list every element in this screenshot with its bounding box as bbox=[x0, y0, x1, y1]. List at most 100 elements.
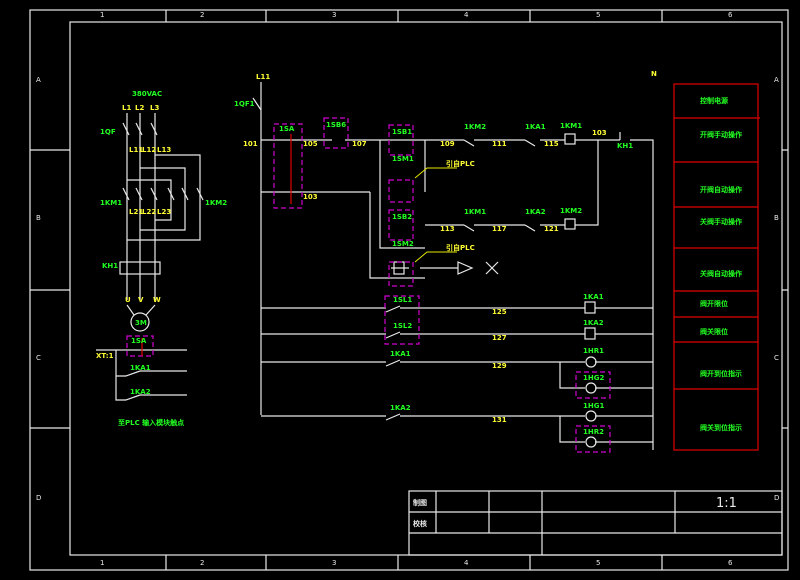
power-l13-label: L13 bbox=[157, 146, 171, 154]
grid-cols-2-label: 3 bbox=[332, 559, 336, 567]
control-n115-label: 115 bbox=[544, 140, 559, 148]
control-sm2-label: 1SM2 bbox=[392, 240, 414, 248]
plc-ka2-label: 1KA2 bbox=[130, 388, 151, 396]
title_block-scale-label: 1:1 bbox=[716, 496, 737, 511]
legend-7-label: 阀开到位指示 bbox=[700, 369, 742, 378]
title-block bbox=[408, 490, 783, 556]
power-v-label: V bbox=[138, 296, 144, 304]
legend-0-label: 控制电源 bbox=[700, 96, 728, 105]
power-l1-label: L1 bbox=[122, 104, 131, 112]
control-sb6-label: 1SB6 bbox=[326, 121, 346, 129]
control-hr2-label: 1HR2 bbox=[583, 428, 604, 436]
grid-rows-2-label: C bbox=[36, 354, 41, 362]
power-supply-label: 380VAC bbox=[132, 90, 162, 98]
control-ka2coil-label: 1KA2 bbox=[583, 319, 604, 327]
control-ka1a-label: 1KA1 bbox=[525, 123, 546, 131]
plc-sa-label: 1SA bbox=[131, 337, 147, 345]
legend-table bbox=[673, 83, 760, 451]
grid-rows-1-label: B bbox=[774, 214, 779, 222]
grid-cols-1-label: 2 bbox=[200, 11, 204, 19]
control-from_plc2-label: 引自PLC bbox=[446, 243, 475, 252]
control-sl1-label: 1SL1 bbox=[393, 296, 412, 304]
grid-rows-3-label: D bbox=[774, 494, 779, 502]
power-l3-label: L3 bbox=[150, 104, 159, 112]
control-n125-label: 125 bbox=[492, 308, 507, 316]
control-ka1c-label: 1KA1 bbox=[390, 350, 411, 358]
legend-8-label: 阀关到位指示 bbox=[700, 423, 742, 432]
power-km1-label: 1KM1 bbox=[100, 199, 122, 207]
control-n103b-label: 103 bbox=[303, 193, 318, 201]
power-w-label: W bbox=[153, 296, 161, 304]
control-km1b-label: 1KM1 bbox=[464, 208, 486, 216]
title_block-drawn-label: 制图 bbox=[413, 498, 427, 507]
legend-6-label: 阀关限位 bbox=[700, 327, 728, 336]
grid-rows-0-label: A bbox=[36, 76, 41, 84]
control-km2a-label: 1KM2 bbox=[464, 123, 486, 131]
grid-rows-0-label: A bbox=[774, 76, 779, 84]
control-n129-label: 129 bbox=[492, 362, 507, 370]
power-l12-label: L12 bbox=[142, 146, 156, 154]
control-hr1-label: 1HR1 bbox=[583, 347, 604, 355]
control-n127-label: 127 bbox=[492, 334, 507, 342]
legend-1-label: 开阀手动操作 bbox=[700, 130, 742, 139]
control-n109-label: 109 bbox=[440, 140, 455, 148]
grid-cols-4-label: 5 bbox=[596, 559, 600, 567]
grid-rows-1-label: B bbox=[36, 214, 41, 222]
grid-cols-5-label: 6 bbox=[728, 11, 733, 19]
power-qf-label: 1QF bbox=[100, 128, 116, 136]
grid-cols-1-label: 2 bbox=[200, 559, 204, 567]
control-n105-label: 105 bbox=[303, 140, 318, 148]
control-hg2-label: 1HG2 bbox=[583, 374, 604, 382]
legend-5-label: 阀开限位 bbox=[700, 299, 728, 308]
control-hg1-label: 1HG1 bbox=[583, 402, 604, 410]
control-from_plc1-label: 引自PLC bbox=[446, 159, 475, 168]
grid-rows-2-label: C bbox=[774, 354, 779, 362]
control-n111-label: 111 bbox=[492, 140, 507, 148]
control-km2coil-label: 1KM2 bbox=[560, 207, 582, 215]
power-km2-label: 1KM2 bbox=[205, 199, 227, 207]
power-l2-label: L2 bbox=[135, 104, 144, 112]
control-sb2-label: 1SB2 bbox=[392, 213, 412, 221]
title_block-checked-label: 校核 bbox=[413, 519, 427, 528]
grid-cols-3-label: 4 bbox=[464, 11, 469, 19]
control-n121-label: 121 bbox=[544, 225, 559, 233]
control-n101-label: 101 bbox=[243, 140, 258, 148]
grid-cols-2-label: 3 bbox=[332, 11, 336, 19]
grid-cols-0-label: 1 bbox=[100, 11, 104, 19]
grid-cols-0-label: 1 bbox=[100, 559, 104, 567]
power-kh-label: KH1 bbox=[102, 262, 118, 270]
power-motor-label: 3M bbox=[135, 319, 147, 327]
power-l23-label: L23 bbox=[157, 208, 171, 216]
control-ka1coil-label: 1KA1 bbox=[583, 293, 604, 301]
control-n107-label: 107 bbox=[352, 140, 367, 148]
legend-2-label: 开阀自动操作 bbox=[700, 185, 742, 194]
power-u-label: U bbox=[125, 296, 131, 304]
control-n103-label: 103 bbox=[592, 129, 607, 137]
legend-3-label: 关阀手动操作 bbox=[700, 217, 742, 226]
control-kh1-label: KH1 bbox=[617, 142, 633, 150]
control-n117-label: 117 bbox=[492, 225, 507, 233]
control-km1coil-label: 1KM1 bbox=[560, 122, 582, 130]
plc-ka1-label: 1KA1 bbox=[130, 364, 151, 372]
grid-cols-5-label: 6 bbox=[728, 559, 733, 567]
power-l22-label: L22 bbox=[142, 208, 156, 216]
power-l11-label: L11 bbox=[129, 146, 143, 154]
control-circuit bbox=[252, 82, 654, 453]
power-circuit bbox=[96, 113, 204, 401]
control-qf1-label: 1QF1 bbox=[234, 100, 255, 108]
legend-4-label: 关阀自动操作 bbox=[700, 269, 742, 278]
grid-rows-3-label: D bbox=[36, 494, 41, 502]
control-sb1-label: 1SB1 bbox=[392, 128, 412, 136]
control-ka2c-label: 1KA2 bbox=[390, 404, 411, 412]
plc-note-label: 至PLC 输入模块触点 bbox=[118, 418, 184, 427]
control-sl2-label: 1SL2 bbox=[393, 322, 412, 330]
power-l21-label: L21 bbox=[129, 208, 143, 216]
control-sa-label: 1SA bbox=[279, 125, 295, 133]
control-l11-label: L11 bbox=[256, 73, 270, 81]
control-n131-label: 131 bbox=[492, 416, 507, 424]
control-n0-label: N bbox=[651, 70, 657, 78]
control-n113-label: 113 bbox=[440, 225, 455, 233]
grid-cols-4-label: 5 bbox=[596, 11, 600, 19]
